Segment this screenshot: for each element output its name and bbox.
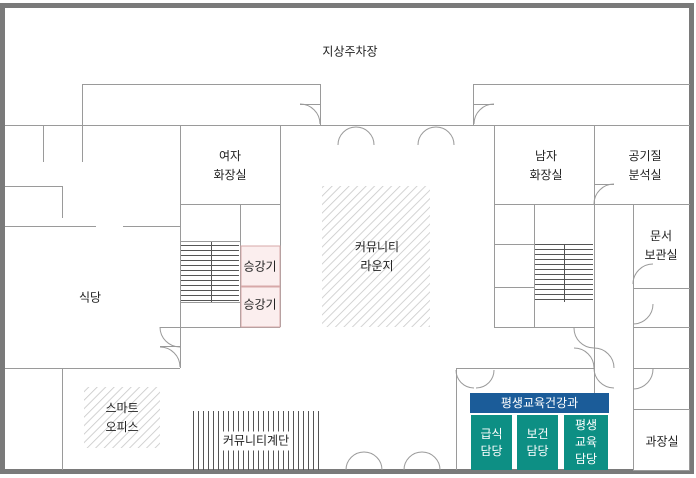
womens-restroom-label: 여자 화장실 [213,149,247,182]
department-header[interactable]: 평생교육건강과 [470,393,609,413]
director-office-room [633,409,690,471]
team-lifelong-education-box[interactable]: 평생 교육 담당 [564,415,608,470]
team-meal-box[interactable]: 급식 담당 [471,415,512,470]
elevator-1-label: 승강기 [243,259,277,274]
director-office-label: 과장실 [645,434,679,449]
parking-label: 지상주차장 [322,44,378,59]
smart-office-area [84,387,160,448]
cafeteria-label: 식당 [78,290,102,305]
team-health-box[interactable]: 보건 담당 [517,415,558,470]
outer-wall [0,3,694,474]
elevator-2-label: 승강기 [243,297,277,312]
air-lab-label: 공기질 분석실 [628,149,662,182]
document-storage-label: 문서 보관실 [644,229,678,262]
mens-restroom-label: 남자 화장실 [529,149,563,182]
community-lounge-area [322,186,430,327]
elevator-2-room [240,286,281,328]
community-lounge-label: 커뮤니티 라운지 [354,240,400,273]
community-stairs-label: 커뮤니티계단 [221,431,291,451]
elevator-1-room [240,245,281,287]
smart-office-label: 스마트 오피스 [105,401,139,434]
